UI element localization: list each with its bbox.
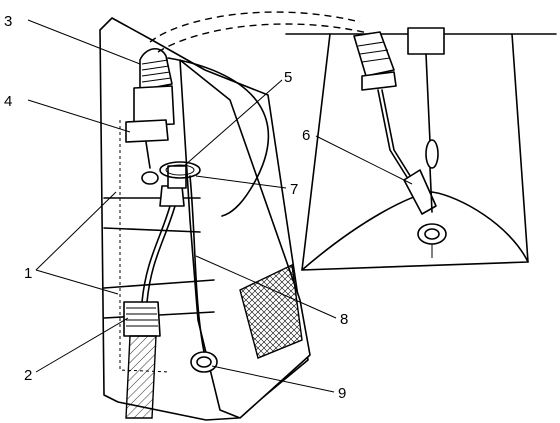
detail-shoulder: [301, 191, 529, 271]
callout-8: 8: [340, 311, 348, 328]
callout-7: 7: [290, 181, 298, 198]
hose-braid: [125, 335, 157, 419]
right-detail-view: [285, 27, 557, 271]
collar: [125, 119, 169, 143]
toggle-bead: [141, 171, 159, 185]
connector-arc: [149, 11, 361, 43]
upper-nut: [159, 185, 185, 207]
detail-right-edge: [511, 33, 529, 263]
detail-clip: [425, 139, 439, 169]
snap-link: [403, 169, 437, 215]
cylinder: [133, 85, 175, 127]
collar-wire: [145, 141, 151, 169]
detail-connector-right: [407, 27, 445, 55]
lanyard-line: [189, 175, 205, 353]
ring-clip: [159, 161, 201, 179]
callout-5: 5: [284, 69, 292, 86]
callout-4: 4: [4, 93, 12, 110]
detail-left-edge: [301, 33, 331, 271]
callout-2: 2: [24, 367, 32, 384]
velcro-patch: [239, 263, 303, 359]
callout-9: 9: [338, 385, 346, 402]
callouts: 3 4 5 7 1 2 8 9 6: [4, 13, 348, 402]
callout-3: 3: [4, 13, 12, 30]
callout-6: 6: [302, 127, 310, 144]
detail-connector-left: [353, 31, 395, 77]
grommet-inner: [196, 356, 212, 368]
leader-lines: [27, 19, 413, 393]
detail-cable-b: [425, 53, 431, 143]
callout-1: 1: [24, 265, 32, 282]
left-suit-panel: [99, 11, 373, 421]
hose-lower-fitting: [123, 301, 161, 337]
corrugated-hose: [139, 48, 173, 91]
hose-cable: [141, 205, 171, 303]
